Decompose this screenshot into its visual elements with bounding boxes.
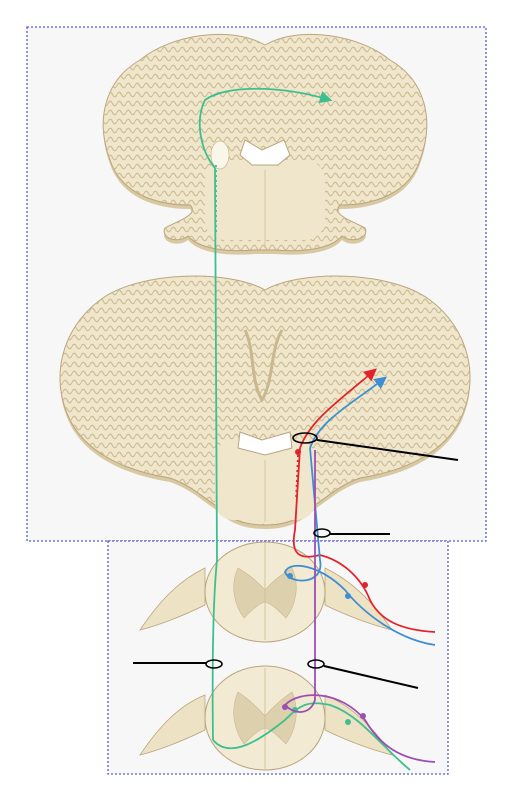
leader-line-medulla [316, 439, 459, 461]
blue-tract [284, 376, 436, 646]
upper-nucleus [210, 140, 230, 170]
upper-spinal-section [139, 541, 393, 643]
green-tract-ascending [211, 167, 218, 741]
label-leaders [133, 432, 459, 689]
blue-tract-ascending [309, 376, 387, 449]
green-tract-crossing [212, 702, 411, 771]
purple-tract [282, 450, 436, 763]
lower-spinal-left-root [139, 694, 206, 756]
green-tract-upper-loop [198, 87, 333, 169]
leader-ring-medulla [292, 432, 318, 444]
purple-tract-path [283, 450, 436, 763]
red-tract-ascending [299, 368, 377, 449]
red-tract-descending [292, 447, 436, 633]
upper-spinal-left-root [139, 567, 206, 631]
upper-ventricle [239, 139, 291, 166]
leader-line-lower-right [323, 665, 419, 689]
blue-tract-descending [284, 447, 436, 646]
leader-ring-lower-right [307, 659, 325, 669]
lower-brain-section [59, 275, 471, 529]
red-tract [292, 368, 436, 633]
lower-ventricle [237, 431, 293, 456]
upper-brain-section [102, 33, 428, 255]
